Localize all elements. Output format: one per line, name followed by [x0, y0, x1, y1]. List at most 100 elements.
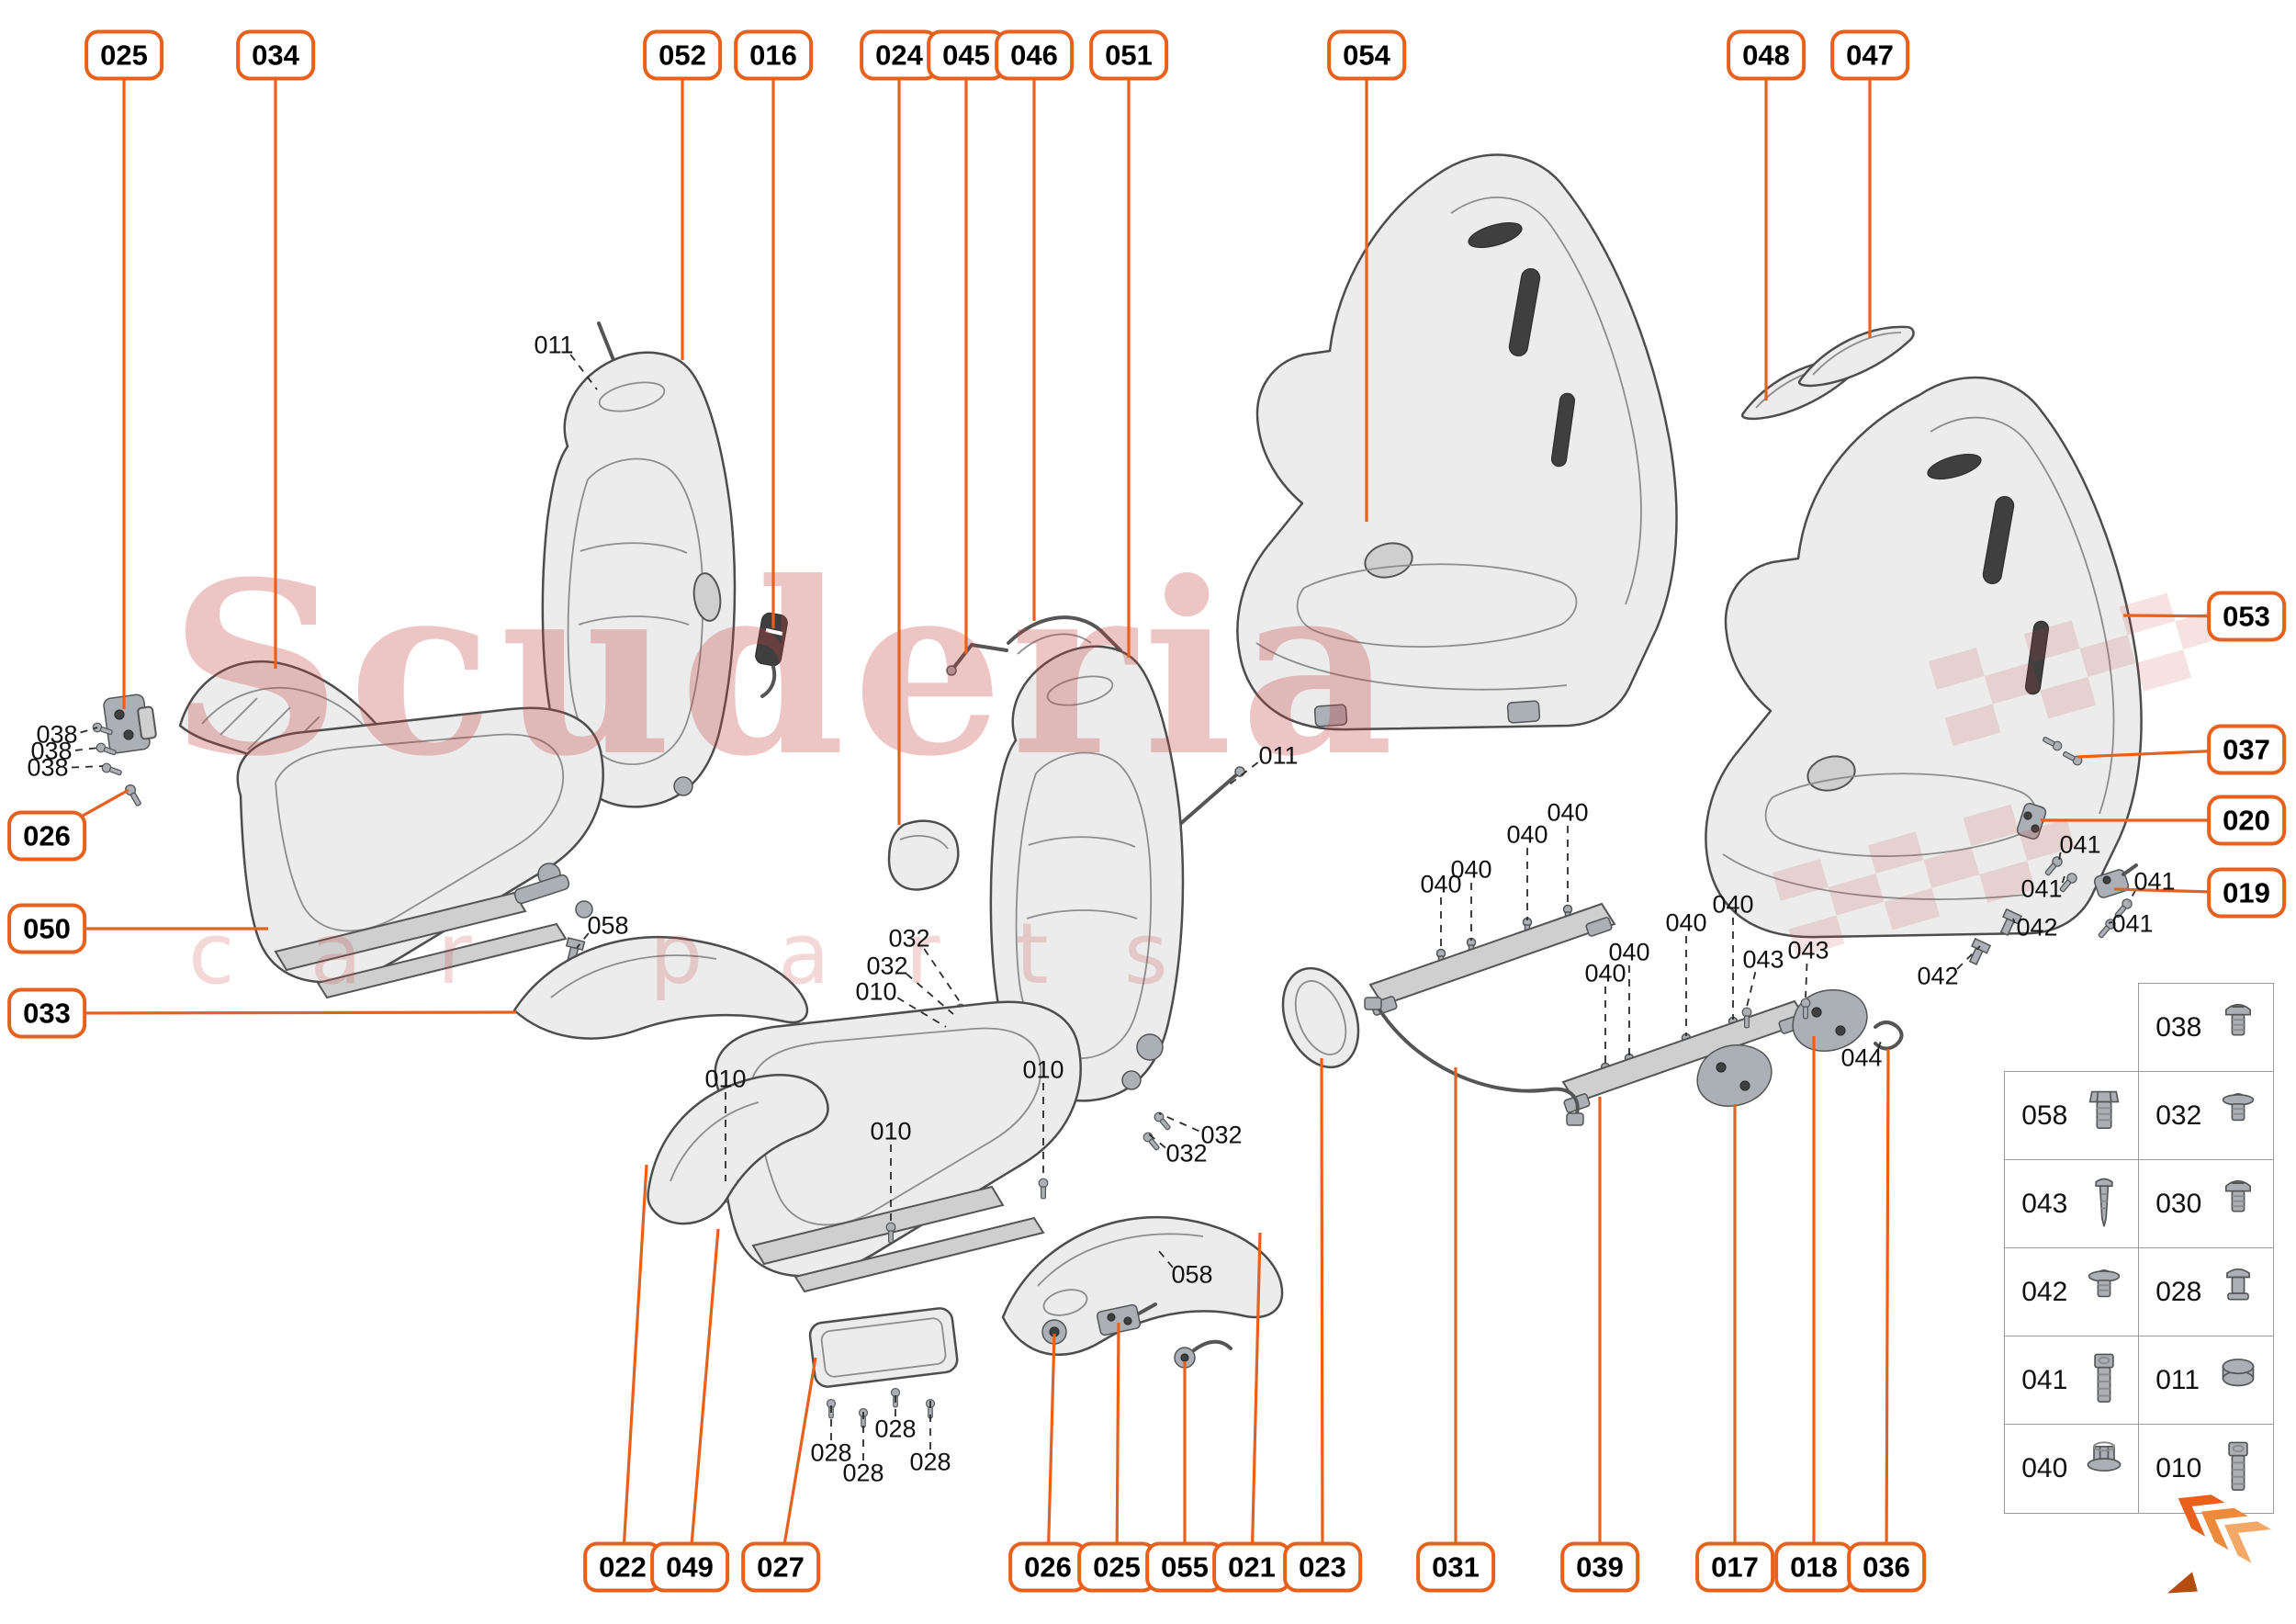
legend-cell-058[interactable]: 058 — [2004, 1071, 2140, 1161]
fastener-cluster-illustration — [1964, 734, 2138, 967]
legend-part-number: 041 — [2021, 1365, 2068, 1395]
callout-052[interactable]: 052 — [643, 29, 722, 81]
recliner-plates-illustration — [1696, 989, 1904, 1107]
part-label-042: 042 — [2016, 913, 2058, 942]
callout-050[interactable]: 050 — [7, 903, 86, 954]
callout-026[interactable]: 026 — [1008, 1541, 1087, 1593]
seat-back-left-illustration — [541, 321, 737, 808]
callout-026[interactable]: 026 — [7, 810, 86, 862]
legend-cell-030[interactable]: 030 — [2138, 1159, 2274, 1249]
callout-036[interactable]: 036 — [1847, 1541, 1926, 1593]
part-label-028: 028 — [909, 1448, 951, 1476]
part-label-043: 043 — [1787, 936, 1829, 964]
legend-cell-043[interactable]: 043 — [2004, 1159, 2140, 1249]
callout-039[interactable]: 039 — [1560, 1541, 1639, 1593]
part-label-028: 028 — [842, 1459, 884, 1487]
part-label-042: 042 — [1917, 962, 1959, 990]
part-label-010: 010 — [1022, 1055, 1064, 1084]
legend-cell-032[interactable]: 032 — [2138, 1071, 2274, 1161]
legend-part-number: 011 — [2155, 1365, 2200, 1395]
headrest-pad-illustration — [887, 819, 960, 891]
icon-hex-bolt — [2088, 1090, 2120, 1130]
callout-016[interactable]: 016 — [734, 29, 813, 81]
callout-021[interactable]: 021 — [1212, 1541, 1291, 1593]
part-label-011: 011 — [534, 331, 574, 359]
part-label-041: 041 — [2020, 874, 2063, 903]
icon-screw-pan — [2224, 1003, 2252, 1036]
callout-033[interactable]: 033 — [7, 987, 86, 1039]
legend-part-number: 040 — [2021, 1453, 2068, 1483]
part-label-044: 044 — [1840, 1043, 1883, 1072]
part-label-040: 040 — [1665, 908, 1707, 937]
legend-cell-040[interactable]: 040 — [2004, 1424, 2140, 1514]
icon-nut-flange — [2087, 1441, 2122, 1472]
callout-020[interactable]: 020 — [2207, 795, 2286, 846]
callout-025[interactable]: 025 — [84, 29, 163, 81]
callout-025[interactable]: 025 — [1077, 1541, 1156, 1593]
legend-cell-028[interactable]: 028 — [2138, 1247, 2274, 1337]
bucket-seat-right-illustration — [1705, 376, 2143, 939]
callout-051[interactable]: 051 — [1089, 29, 1168, 81]
callout-053[interactable]: 053 — [2207, 591, 2286, 642]
part-label-041: 041 — [2059, 830, 2101, 859]
callout-037[interactable]: 037 — [2207, 724, 2286, 775]
callout-046[interactable]: 046 — [995, 29, 1074, 81]
bolster-pad-illustration — [1281, 966, 1360, 1069]
icon-screw-flange — [2222, 1092, 2255, 1122]
part-label-011: 011 — [1258, 741, 1299, 770]
callout-045[interactable]: 045 — [927, 29, 1006, 81]
belt-guide-illustration — [755, 612, 788, 698]
legend-part-number: 043 — [2021, 1189, 2068, 1219]
callout-023[interactable]: 023 — [1283, 1541, 1362, 1593]
part-label-010: 010 — [855, 977, 897, 1006]
part-label-040: 040 — [1584, 959, 1626, 987]
callout-019[interactable]: 019 — [2207, 867, 2286, 919]
part-label-040: 040 — [1608, 938, 1650, 966]
callout-031[interactable]: 031 — [1416, 1541, 1495, 1593]
brand-logo-arrows — [2167, 1494, 2271, 1594]
part-label-032: 032 — [866, 952, 908, 980]
legend-part-number: 038 — [2155, 1012, 2202, 1043]
bracket-rod-illustration — [946, 615, 1122, 676]
legend-part-number: 058 — [2021, 1100, 2068, 1131]
part-label-028: 028 — [810, 1438, 852, 1467]
part-label-038: 038 — [36, 720, 78, 749]
callout-054[interactable]: 054 — [1327, 29, 1406, 81]
side-panel-left-illustration — [647, 1074, 829, 1225]
recline-bracket-illustration — [91, 694, 157, 808]
callout-027[interactable]: 027 — [741, 1541, 820, 1593]
part-label-058: 058 — [587, 911, 629, 940]
icon-bolt-socket — [2227, 1441, 2248, 1492]
legend-cell-042[interactable]: 042 — [2004, 1247, 2140, 1337]
part-label-040: 040 — [1506, 820, 1548, 849]
shoulder-pad-illustration — [1740, 325, 1915, 421]
legend-cell-empty — [2004, 983, 2140, 1073]
part-label-040: 040 — [1420, 870, 1462, 898]
callout-017[interactable]: 017 — [1695, 1541, 1774, 1593]
part-label-043: 043 — [1742, 945, 1784, 974]
armrest-trim-illustration — [512, 935, 809, 1040]
callout-047[interactable]: 047 — [1830, 29, 1909, 81]
callout-049[interactable]: 049 — [650, 1541, 729, 1593]
legend-cell-038[interactable]: 038 — [2138, 983, 2274, 1073]
module-pad-illustration — [808, 1307, 959, 1428]
callout-018[interactable]: 018 — [1774, 1541, 1853, 1593]
part-label-041: 041 — [2133, 867, 2176, 896]
icon-bolt-socket — [2093, 1353, 2114, 1404]
legend-cell-011[interactable]: 011 — [2138, 1336, 2274, 1426]
part-label-010: 010 — [704, 1065, 747, 1093]
part-label-038: 038 — [27, 753, 69, 782]
callout-048[interactable]: 048 — [1727, 29, 1806, 81]
legend-cell-041[interactable]: 041 — [2004, 1336, 2140, 1426]
legend-part-number: 032 — [2155, 1100, 2202, 1131]
part-label-038: 038 — [30, 737, 73, 765]
part-label-040: 040 — [1450, 855, 1492, 884]
part-label-032: 032 — [1200, 1121, 1243, 1149]
legend-part-number: 042 — [2021, 1277, 2068, 1307]
part-label-032: 032 — [1165, 1139, 1208, 1167]
seat-cushion-left-illustration — [236, 706, 604, 999]
callout-034[interactable]: 034 — [236, 29, 315, 81]
latch-bracket-illustration — [1096, 1303, 1157, 1336]
